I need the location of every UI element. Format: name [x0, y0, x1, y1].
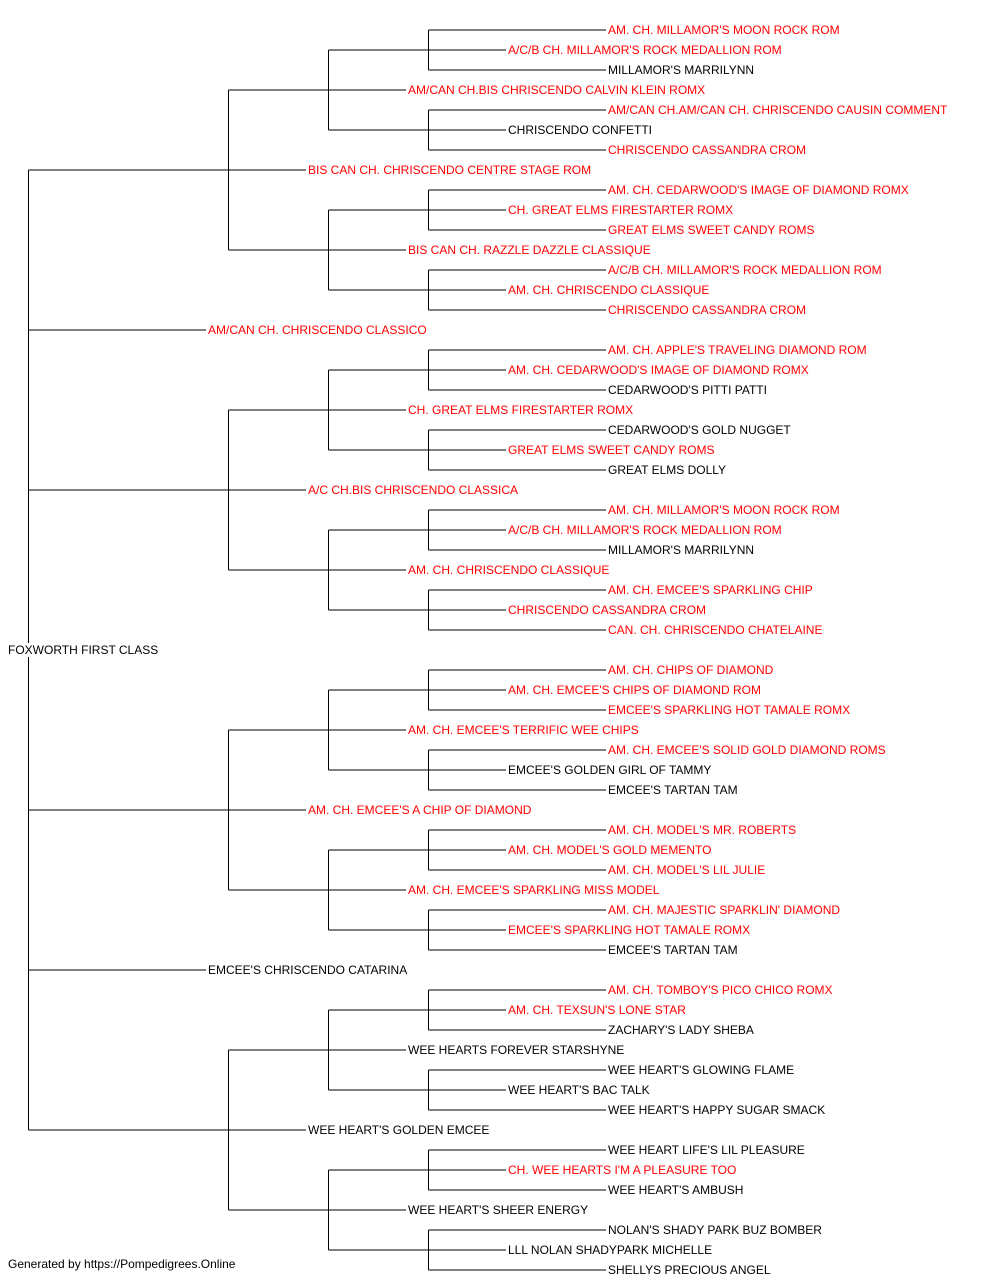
pedigree-name-gen5: AM. CH. MAJESTIC SPARKLIN' DIAMOND	[607, 903, 842, 917]
pedigree-name-gen5: NOLAN'S SHADY PARK BUZ BOMBER	[607, 1223, 823, 1237]
pedigree-name-gen3: CH. GREAT ELMS FIRESTARTER ROMX	[407, 403, 635, 417]
pedigree-name-gen2: WEE HEART'S GOLDEN EMCEE	[307, 1123, 491, 1137]
pedigree-name-gen4: AM. CH. CHRISCENDO CLASSIQUE	[507, 283, 711, 297]
pedigree-name-gen4: A/C/B CH. MILLAMOR'S ROCK MEDALLION ROM	[507, 43, 783, 57]
pedigree-name-gen3: BIS CAN CH. RAZZLE DAZZLE CLASSIQUE	[407, 243, 652, 257]
pedigree-name-gen1: EMCEE'S CHRISCENDO CATARINA	[207, 963, 409, 977]
pedigree-name-gen5: WEE HEART LIFE'S LIL PLEASURE	[607, 1143, 806, 1157]
pedigree-name-gen5: EMCEE'S SPARKLING HOT TAMALE ROMX	[607, 703, 852, 717]
pedigree-name-gen5: MILLAMOR'S MARRILYNN	[607, 543, 756, 557]
pedigree-name-gen4: AM. CH. MODEL'S GOLD MEMENTO	[507, 843, 713, 857]
pedigree-name-gen5: CEDARWOOD'S PITTI PATTI	[607, 383, 768, 397]
pedigree-name-gen5: A/C/B CH. MILLAMOR'S ROCK MEDALLION ROM	[607, 263, 883, 277]
pedigree-name-gen4: AM. CH. TEXSUN'S LONE STAR	[507, 1003, 687, 1017]
pedigree-name-gen3: AM. CH. EMCEE'S SPARKLING MISS MODEL	[407, 883, 661, 897]
pedigree-name-gen4: CHRISCENDO CASSANDRA CROM	[507, 603, 708, 617]
pedigree-name-gen4: EMCEE'S SPARKLING HOT TAMALE ROMX	[507, 923, 752, 937]
pedigree-name-gen3: AM. CH. EMCEE'S TERRIFIC WEE CHIPS	[407, 723, 640, 737]
pedigree-name-gen4: CHRISCENDO CONFETTI	[507, 123, 653, 137]
pedigree-name-gen5: SHELLYS PRECIOUS ANGEL	[607, 1263, 772, 1277]
pedigree-name-gen5: GREAT ELMS DOLLY	[607, 463, 728, 477]
pedigree-name-gen5: AM. CH. EMCEE'S SOLID GOLD DIAMOND ROMS	[607, 743, 887, 757]
pedigree-name-gen5: AM. CH. MILLAMOR'S MOON ROCK ROM	[607, 23, 841, 37]
pedigree-name-gen4: AM. CH. EMCEE'S CHIPS OF DIAMOND ROM	[507, 683, 762, 697]
pedigree-name-gen1: AM/CAN CH. CHRISCENDO CLASSICO	[207, 323, 428, 337]
pedigree-name-gen5: AM. CH. APPLE'S TRAVELING DIAMOND ROM	[607, 343, 868, 357]
pedigree-name-gen4: GREAT ELMS SWEET CANDY ROMS	[507, 443, 716, 457]
pedigree-name-gen5: CEDARWOOD'S GOLD NUGGET	[607, 423, 792, 437]
pedigree-name-gen4: AM. CH. CEDARWOOD'S IMAGE OF DIAMOND ROM…	[507, 363, 810, 377]
pedigree-name-gen4: EMCEE'S GOLDEN GIRL OF TAMMY	[507, 763, 713, 777]
pedigree-name-gen5: CAN. CH. CHRISCENDO CHATELAINE	[607, 623, 824, 637]
pedigree-name-gen4: LLL NOLAN SHADYPARK MICHELLE	[507, 1243, 714, 1257]
pedigree-name-gen5: AM. CH. CHIPS OF DIAMOND	[607, 663, 775, 677]
pedigree-name-gen0: FOXWORTH FIRST CLASS	[7, 643, 160, 657]
pedigree-name-gen5: CHRISCENDO CASSANDRA CROM	[607, 303, 808, 317]
pedigree-name-gen5: GREAT ELMS SWEET CANDY ROMS	[607, 223, 816, 237]
pedigree-name-gen3: WEE HEARTS FOREVER STARSHYNE	[407, 1043, 626, 1057]
pedigree-name-gen5: WEE HEART'S AMBUSH	[607, 1183, 745, 1197]
pedigree-name-gen4: WEE HEART'S BAC TALK	[507, 1083, 651, 1097]
pedigree-name-gen5: CHRISCENDO CASSANDRA CROM	[607, 143, 808, 157]
pedigree-name-gen2: BIS CAN CH. CHRISCENDO CENTRE STAGE ROM	[307, 163, 593, 177]
pedigree-name-gen5: ZACHARY'S LADY SHEBA	[607, 1023, 755, 1037]
pedigree-name-gen3: AM/CAN CH.BIS CHRISCENDO CALVIN KLEIN RO…	[407, 83, 707, 97]
pedigree-name-gen5: AM. CH. MODEL'S MR. ROBERTS	[607, 823, 798, 837]
pedigree-name-gen4: A/C/B CH. MILLAMOR'S ROCK MEDALLION ROM	[507, 523, 783, 537]
pedigree-name-gen5: AM. CH. MILLAMOR'S MOON ROCK ROM	[607, 503, 841, 517]
pedigree-name-gen5: AM. CH. EMCEE'S SPARKLING CHIP	[607, 583, 814, 597]
pedigree-name-gen5: MILLAMOR'S MARRILYNN	[607, 63, 756, 77]
pedigree-name-gen5: AM/CAN CH.AM/CAN CH. CHRISCENDO CAUSIN C…	[607, 103, 949, 117]
pedigree-name-gen5: AM. CH. CEDARWOOD'S IMAGE OF DIAMOND ROM…	[607, 183, 910, 197]
pedigree-name-gen5: WEE HEART'S HAPPY SUGAR SMACK	[607, 1103, 827, 1117]
pedigree-name-gen5: EMCEE'S TARTAN TAM	[607, 943, 739, 957]
pedigree-name-gen4: CH. WEE HEARTS I'M A PLEASURE TOO	[507, 1163, 738, 1177]
pedigree-name-gen5: EMCEE'S TARTAN TAM	[607, 783, 739, 797]
pedigree-name-gen3: AM. CH. CHRISCENDO CLASSIQUE	[407, 563, 611, 577]
pedigree-name-gen2: A/C CH.BIS CHRISCENDO CLASSICA	[307, 483, 520, 497]
pedigree-name-gen5: AM. CH. MODEL'S LIL JULIE	[607, 863, 767, 877]
generated-by-footer: Generated by https://Pompedigrees.Online	[8, 1257, 236, 1271]
pedigree-name-gen4: CH. GREAT ELMS FIRESTARTER ROMX	[507, 203, 735, 217]
pedigree-name-gen5: AM. CH. TOMBOY'S PICO CHICO ROMX	[607, 983, 834, 997]
pedigree-name-gen2: AM. CH. EMCEE'S A CHIP OF DIAMOND	[307, 803, 533, 817]
pedigree-name-gen5: WEE HEART'S GLOWING FLAME	[607, 1063, 796, 1077]
pedigree-name-gen3: WEE HEART'S SHEER ENERGY	[407, 1203, 590, 1217]
